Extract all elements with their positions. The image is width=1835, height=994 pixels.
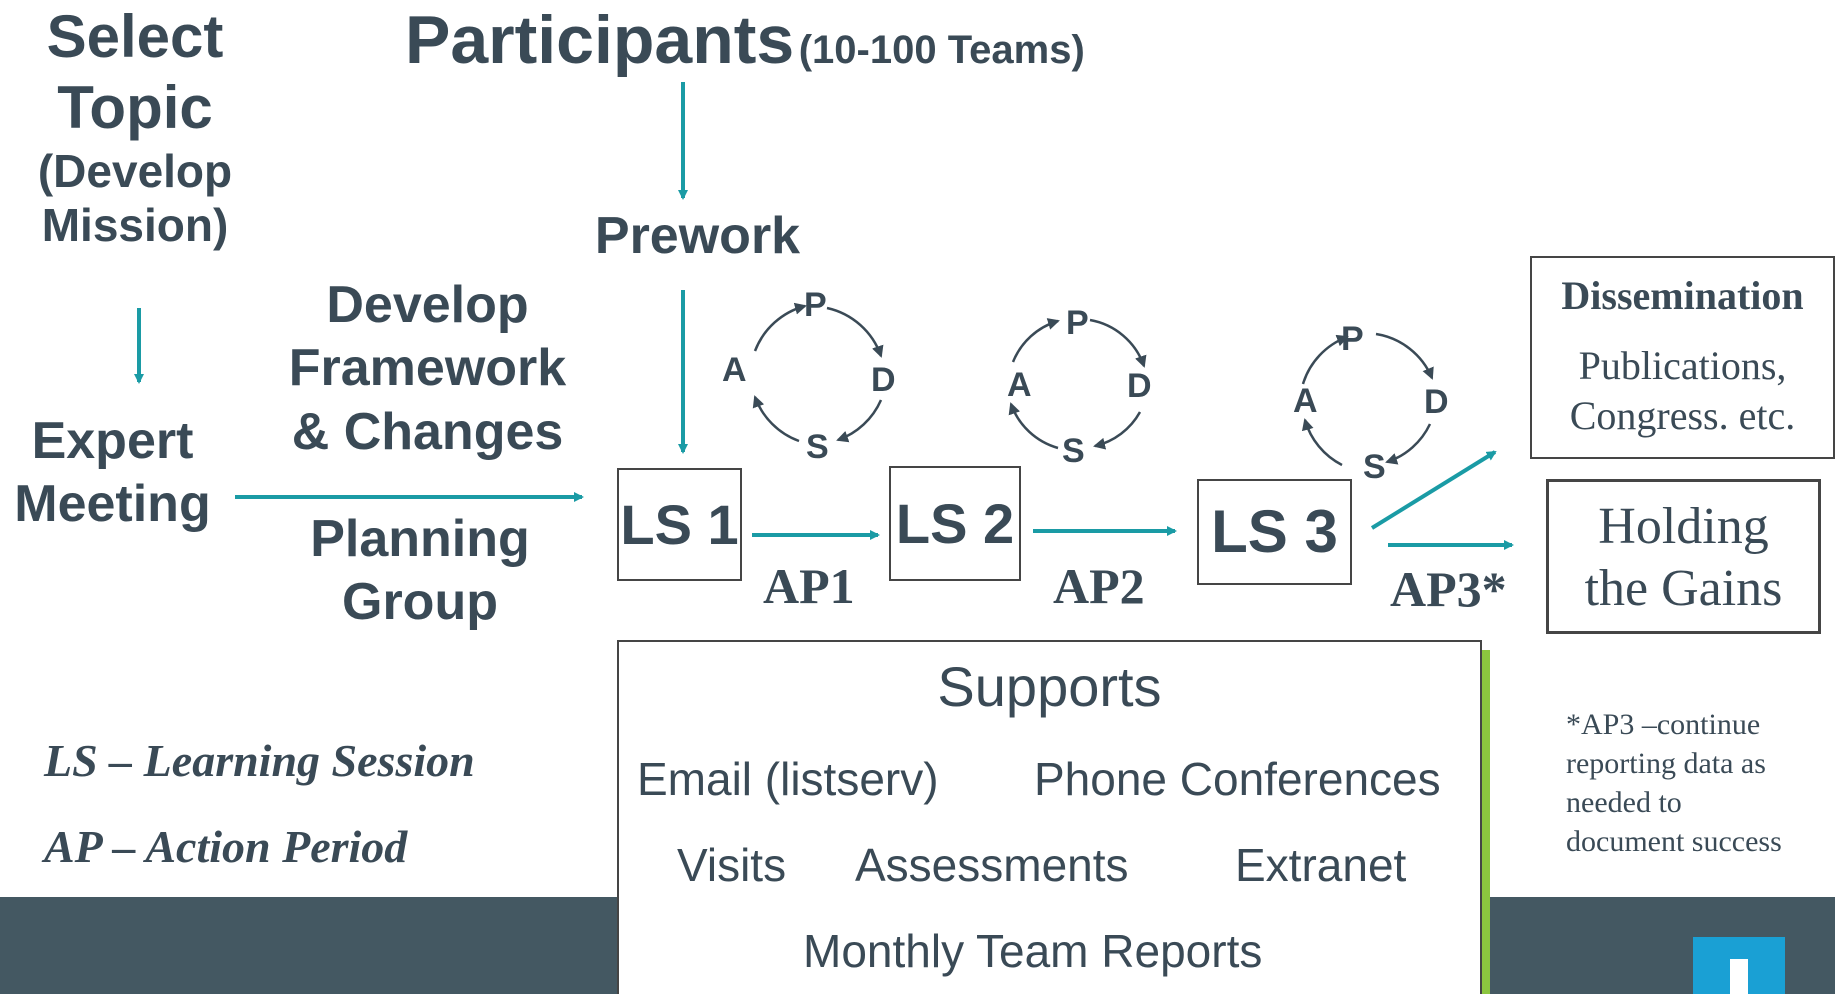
select-topic-line1: Select xyxy=(46,3,224,70)
dissemination-line1: Publications, xyxy=(1578,343,1787,388)
pdsa3-d: D xyxy=(1424,383,1449,421)
pdsa3-p: P xyxy=(1341,320,1364,358)
develop-framework-line1: Develop xyxy=(326,276,529,334)
ls3-box: LS 3 xyxy=(1197,479,1352,585)
ls3-label: LS 3 xyxy=(1211,498,1338,565)
footnote-line1: *AP3 –continue xyxy=(1566,705,1831,744)
arrow-ls3-to-dissemination xyxy=(1370,450,1497,530)
pdsa2-a: A xyxy=(1007,366,1032,404)
footnote-line1-text: *AP3 –continue xyxy=(1566,708,1761,741)
logo-icon xyxy=(1693,937,1785,994)
legend-ap: AP – Action Period xyxy=(44,821,408,872)
pdsa2-p: P xyxy=(1066,304,1089,342)
support-email: Email (listserv) xyxy=(637,753,939,805)
participants-heading: Participants (10-100 Teams) xyxy=(405,0,1085,80)
support-assessments: Assessments xyxy=(855,839,1129,891)
pdsa1-s: S xyxy=(806,428,829,466)
pdsa1-a: A xyxy=(722,351,747,389)
select-topic-line4: Mission) xyxy=(41,198,229,251)
pdsa3-s: S xyxy=(1363,448,1386,486)
support-phone-conferences: Phone Conferences xyxy=(1034,753,1441,805)
ls2-box: LS 2 xyxy=(889,466,1021,581)
dissemination-title: Dissemination xyxy=(1561,273,1804,318)
participants-label: Participants xyxy=(405,2,795,78)
participants-count: (10-100 Teams) xyxy=(798,28,1085,72)
ls2-label: LS 2 xyxy=(895,492,1015,555)
dissemination-box: Dissemination Publications, Congress. et… xyxy=(1530,256,1835,459)
ap2-label: AP2 xyxy=(1053,558,1145,614)
ap3-label: AP3* xyxy=(1390,561,1507,617)
select-topic-line2: Topic xyxy=(57,73,213,141)
pdsa1-p: P xyxy=(804,286,827,324)
holding-line1: Holding xyxy=(1598,498,1769,555)
holding-gains-box: Holding the Gains xyxy=(1546,479,1821,634)
select-topic-heading: Select Topic (Develop Mission) xyxy=(10,2,260,252)
legend-ls: LS – Learning Session xyxy=(44,735,475,786)
develop-framework-line2: Framework xyxy=(288,339,567,398)
support-extranet: Extranet xyxy=(1235,839,1407,891)
footnote-line4: document success xyxy=(1566,825,1782,858)
planning-group-line2: Group xyxy=(342,573,498,632)
select-topic-line3: (Develop xyxy=(37,144,233,197)
dissemination-line2: Congress. etc. xyxy=(1569,393,1796,438)
ap3-footnote: *AP3 –continue reporting data as needed … xyxy=(1566,705,1831,861)
develop-framework-line3: & Changes xyxy=(291,402,564,461)
ap1-label: AP1 xyxy=(763,558,855,614)
expert-meeting-line1: Expert xyxy=(31,412,194,470)
pdsa2-s: S xyxy=(1062,432,1085,470)
prework-label: Prework xyxy=(594,207,801,265)
planning-group-label: Planning Group xyxy=(285,508,555,635)
expert-meeting-line2: Meeting xyxy=(14,475,211,534)
support-visits: Visits xyxy=(677,839,787,891)
pdsa3-a: A xyxy=(1293,382,1318,420)
holding-line2: the Gains xyxy=(1584,560,1783,618)
ls1-box: LS 1 xyxy=(617,468,742,581)
support-monthly-reports: Monthly Team Reports xyxy=(803,925,1263,977)
pdsa2-d: D xyxy=(1127,367,1152,405)
planning-group-line1: Planning xyxy=(310,510,530,568)
ls1-label: LS 1 xyxy=(620,493,739,556)
expert-meeting-label: Expert Meeting xyxy=(0,410,225,537)
pdsa1-d: D xyxy=(871,361,896,399)
footnote-line3: needed to xyxy=(1566,786,1682,819)
footnote-line2: reporting data as xyxy=(1566,747,1766,780)
pdsa-cycles xyxy=(752,302,1434,467)
supports-title: Supports xyxy=(937,655,1162,718)
develop-framework-label: Develop Framework & Changes xyxy=(270,274,585,464)
supports-box: Supports Email (listserv) Phone Conferen… xyxy=(617,640,1482,994)
